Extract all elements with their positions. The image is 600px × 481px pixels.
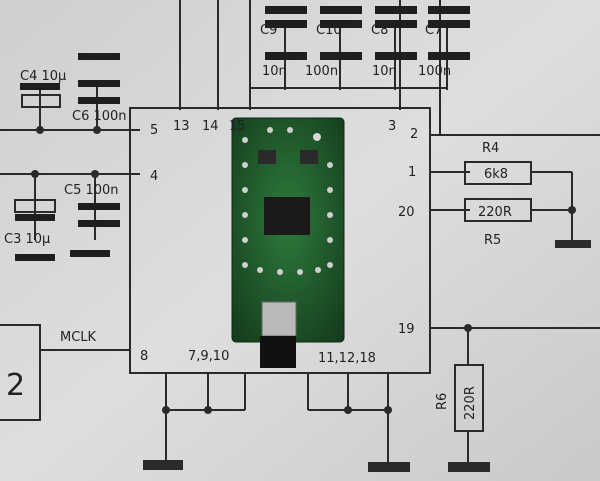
label-c8-value: 10n <box>372 64 397 79</box>
capacitor-plates-left <box>15 53 120 261</box>
label-c10-value: 100n <box>305 64 338 79</box>
label-r4: R4 <box>482 141 499 156</box>
pcb-ic-chip <box>264 197 310 235</box>
pin-11-12-18: 11,12,18 <box>318 351 376 366</box>
label-c6: C6 100n <box>72 109 127 124</box>
r6-body <box>454 364 484 432</box>
label-c9-value: 10n <box>262 64 287 79</box>
label-c3: C3 10µ <box>4 232 50 247</box>
schematic-labels: C9 C10 C8 C7 10n 100n 10n 100n C4 10µ C6… <box>4 23 512 420</box>
pin-3: 3 <box>388 119 396 134</box>
ground-symbols <box>143 240 591 472</box>
label-c5: C5 100n <box>64 183 119 198</box>
schematic-wires <box>0 0 600 465</box>
pin-14: 14 <box>202 119 219 134</box>
c3-body <box>14 199 56 213</box>
pin-5: 5 <box>150 123 158 138</box>
label-c4: C4 10µ <box>20 69 66 84</box>
pin-19: 19 <box>398 322 415 337</box>
pcb-via <box>313 133 321 141</box>
pin-2: 2 <box>410 127 418 142</box>
pcb-solder-pads <box>242 127 333 275</box>
pin-15: 15 <box>229 119 246 134</box>
label-c8: C8 <box>371 23 388 38</box>
pcb-module <box>231 117 345 368</box>
label-c10: C10 <box>316 23 342 38</box>
pcb-jack-barrel <box>260 336 296 368</box>
label-c9: C9 <box>260 23 277 38</box>
label-c7: C7 <box>425 23 442 38</box>
ic-left-outline <box>0 324 41 421</box>
label-c7-value: 100n <box>418 64 451 79</box>
label-r6: R6 <box>435 393 450 410</box>
ic-left-label: 2 <box>6 368 25 403</box>
label-mclk: MCLK <box>60 330 97 345</box>
pcb-transistor-right <box>300 150 318 164</box>
pin-20: 20 <box>398 205 415 220</box>
pin-7-9-10: 7,9,10 <box>188 349 229 364</box>
label-r6-value: 220R <box>463 386 478 420</box>
c4-body <box>21 94 61 108</box>
r5-body <box>464 198 532 222</box>
capacitor-plates-top <box>265 6 470 60</box>
pcb-jack <box>261 301 297 337</box>
ic-outline <box>129 107 431 374</box>
pin-13: 13 <box>173 119 190 134</box>
junction-dots <box>31 126 576 414</box>
r4-body <box>464 161 532 185</box>
pin-8: 8 <box>140 349 148 364</box>
pcb-transistor-left <box>258 150 276 164</box>
label-r5-value: 220R <box>478 205 512 220</box>
label-r4-value: 6k8 <box>484 167 508 182</box>
pin-1: 1 <box>408 165 416 180</box>
pin-4: 4 <box>150 169 158 184</box>
label-r5: R5 <box>484 233 501 248</box>
